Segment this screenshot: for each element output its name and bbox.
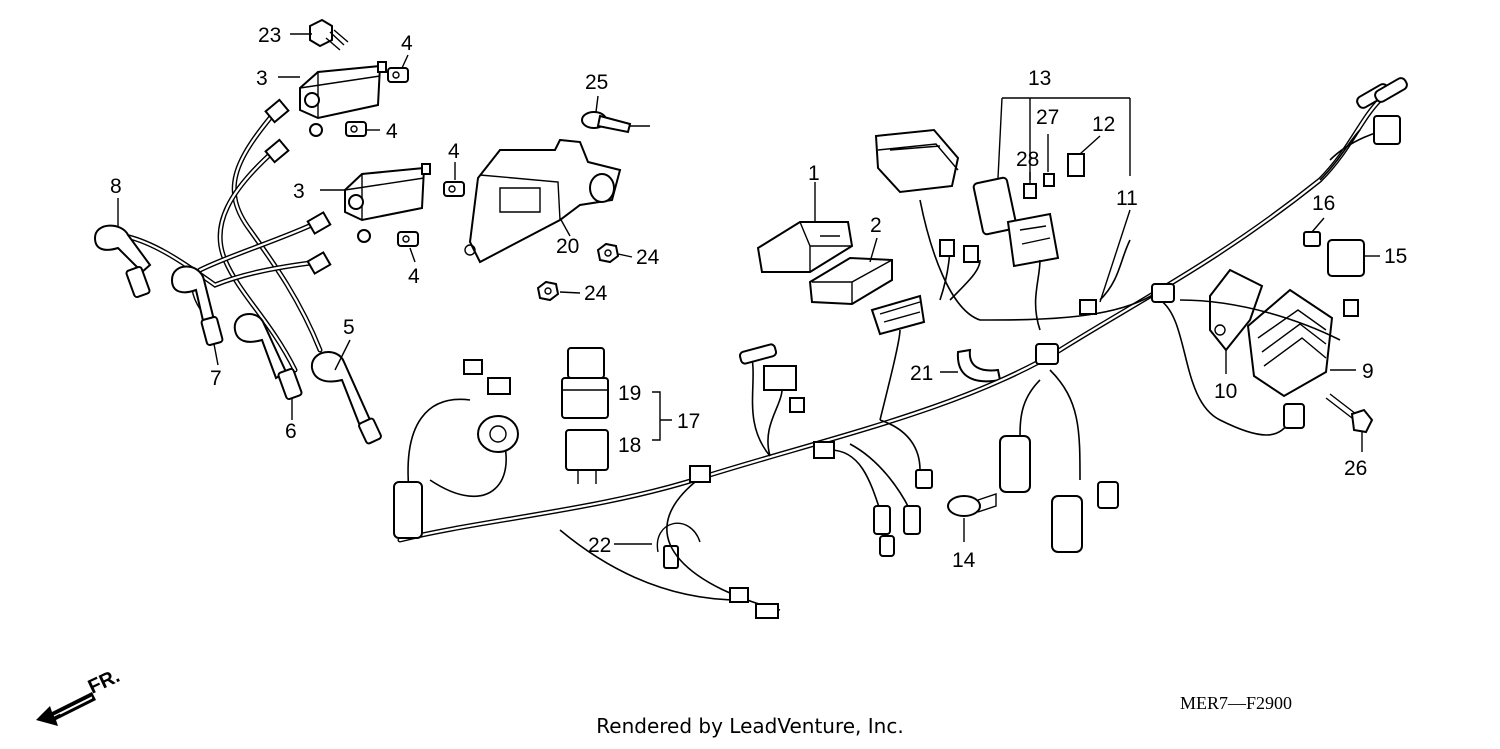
callout-4-d: 4	[408, 265, 420, 288]
callout-8: 8	[110, 175, 122, 198]
callout-4-b: 4	[386, 120, 398, 143]
fuse-box-cover-2[interactable]	[808, 256, 893, 306]
callout-5: 5	[343, 316, 355, 339]
callout-14: 14	[952, 549, 976, 572]
leader-lines	[117, 33, 1380, 545]
front-direction-arrow-icon: FR.	[36, 668, 123, 726]
bracket-20[interactable]	[464, 138, 622, 264]
clamp-21[interactable]	[956, 348, 1002, 383]
main-connector-block[interactable]	[874, 128, 960, 194]
callout-27: 27	[1036, 106, 1059, 129]
connector-11[interactable]	[1079, 299, 1097, 315]
relay-15[interactable]	[1327, 239, 1365, 277]
callout-labels: 23 3 3 4 4 4 4 5 6 7 8 25 20 24 24 1 2 1…	[110, 24, 1407, 572]
bolt-26[interactable]	[1325, 393, 1374, 434]
callout-19: 19	[618, 382, 641, 405]
clip-4-d[interactable]	[397, 231, 419, 247]
ignition-coil-lower[interactable]	[344, 163, 431, 243]
bolt-25[interactable]	[581, 111, 632, 134]
diagram-code: MER7—F2900	[1180, 693, 1293, 713]
callout-4-c: 4	[448, 140, 460, 163]
callout-4-a: 4	[401, 32, 413, 55]
callout-23: 23	[258, 24, 281, 47]
callout-6: 6	[285, 420, 297, 443]
callout-3-a: 3	[256, 67, 268, 90]
callout-3-b: 3	[293, 180, 305, 203]
terminal-28[interactable]	[1023, 183, 1037, 199]
callout-1: 1	[808, 162, 820, 185]
fuse-27[interactable]	[1043, 173, 1055, 187]
callout-24-a: 24	[636, 246, 660, 269]
callout-25: 25	[585, 71, 608, 94]
regulator-rectifier-9[interactable]	[1246, 288, 1334, 398]
spark-plug-leads[interactable]	[93, 98, 382, 445]
callout-11: 11	[1116, 187, 1138, 210]
callout-22: 22	[588, 534, 611, 557]
fuse-box-1[interactable]	[756, 221, 854, 273]
callout-21: 21	[910, 362, 933, 385]
callout-7: 7	[210, 367, 222, 390]
callout-18: 18	[618, 434, 641, 457]
callout-13: 13	[1028, 67, 1051, 90]
ignition-coil-upper[interactable]	[299, 61, 387, 137]
callout-2: 2	[870, 214, 882, 237]
callout-15: 15	[1384, 245, 1407, 268]
callout-26: 26	[1344, 457, 1367, 480]
callout-24-b: 24	[584, 282, 608, 305]
clamp-22[interactable]	[656, 522, 701, 569]
callout-16: 16	[1312, 192, 1335, 215]
callout-28: 28	[1016, 148, 1039, 171]
connector-13-assembly[interactable]	[972, 176, 1060, 268]
relay-18[interactable]	[565, 429, 609, 484]
callout-20: 20	[556, 235, 579, 258]
bolt-23[interactable]	[309, 18, 349, 51]
clip-4-b[interactable]	[345, 121, 367, 137]
clip-4-c[interactable]	[443, 181, 465, 197]
fuse-12[interactable]	[1067, 153, 1085, 177]
main-wire-harness[interactable]	[397, 97, 1391, 611]
footer-credit: Rendered by LeadVenture, Inc.	[596, 714, 904, 738]
clamp-14[interactable]	[947, 493, 997, 517]
harness-connectors[interactable]	[393, 76, 1409, 619]
nut-24-a[interactable]	[596, 242, 620, 264]
callout-9: 9	[1362, 360, 1374, 383]
callout-17: 17	[677, 410, 700, 433]
callout-12: 12	[1092, 113, 1115, 136]
callout-10: 10	[1214, 380, 1237, 403]
relay-19[interactable]	[561, 347, 609, 419]
nut-24-b[interactable]	[536, 280, 560, 302]
plate-10[interactable]	[1209, 268, 1264, 352]
connector-multi-pin[interactable]	[870, 294, 926, 336]
clip-4-a[interactable]	[387, 67, 409, 83]
cap-16[interactable]	[1303, 231, 1321, 247]
